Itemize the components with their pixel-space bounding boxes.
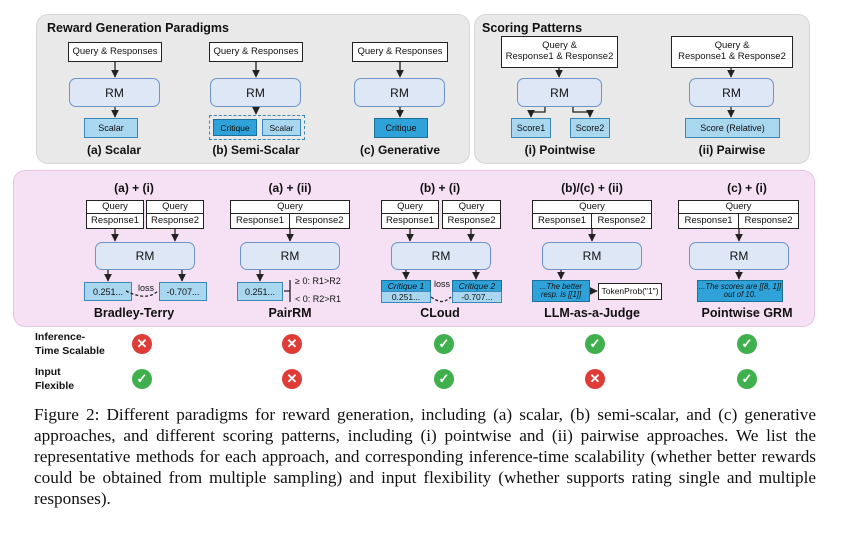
judge-tokenprob: TokenProb("1") — [598, 283, 662, 300]
pointwise-input-line2: Response1 & Response2 — [505, 51, 614, 62]
pairwise-input-box: Query & Response1 & Response2 — [671, 36, 793, 68]
cloud-input-yes-icon: ✓ — [434, 369, 454, 389]
semi-output-group — [209, 115, 305, 140]
cloud-inference-yes-icon: ✓ — [434, 334, 454, 354]
semi-rm: RM — [210, 78, 301, 107]
col-head-cloud: (b) + (i) — [419, 181, 461, 195]
cloud-loss-label: loss — [434, 279, 451, 289]
method-pairrm: PairRM — [268, 306, 312, 320]
cloud-response2: Response2 — [442, 213, 501, 229]
pairrm-output: 0.251... — [237, 282, 283, 301]
scalar-input-box: Query & Responses — [68, 42, 162, 62]
col-head-bt: (a) + (i) — [114, 181, 154, 195]
row-label-inference-line2: Time Scalable — [35, 344, 105, 357]
col-head-judge: (b)/(c) + (ii) — [561, 181, 623, 195]
pairwise-score-relative: Score (Relative) — [685, 118, 780, 138]
caption-generative: (c) Generative — [359, 143, 441, 157]
row-label-input-line1: Input — [35, 366, 61, 378]
grm-input-yes-icon: ✓ — [737, 369, 757, 389]
grm-response2: Response2 — [738, 213, 799, 229]
caption-semi-scalar: (b) Semi-Scalar — [212, 143, 300, 157]
pairwise-rm: RM — [689, 78, 774, 107]
pairwise-input-line2: Response1 & Response2 — [678, 51, 786, 62]
judge-rm: RM — [542, 242, 642, 270]
method-bradley-terry: Bradley-Terry — [93, 306, 175, 320]
pairrm-response2: Response2 — [289, 213, 350, 229]
scalar-output: Scalar — [84, 118, 138, 138]
semi-output-scalar: Scalar — [262, 119, 301, 136]
grm-text: ...The scores are [[8, 1]] out of 10. — [697, 280, 783, 302]
pairrm-rule-bracket — [284, 280, 291, 302]
row-label-inference: Inference- Time Scalable — [35, 331, 105, 358]
pairrm-input-no-icon: ✕ — [282, 369, 302, 389]
generative-rm: RM — [354, 78, 445, 107]
cloud-output1: 0.251... — [381, 291, 431, 303]
cloud-output2: -0.707... — [452, 291, 502, 303]
col-head-grm: (c) + (i) — [727, 181, 767, 195]
scalar-rm: RM — [69, 78, 160, 107]
arrow-pointwise-out1 — [527, 107, 546, 118]
cloud-rm: RM — [391, 242, 491, 270]
bt-rm: RM — [95, 242, 195, 270]
bt-response1: Response1 — [86, 213, 144, 229]
grm-inference-yes-icon: ✓ — [737, 334, 757, 354]
bt-inference-no-icon: ✕ — [132, 334, 152, 354]
figure-caption: Figure 2: Different paradigms for reward… — [34, 405, 816, 508]
row-label-inference-line1: Inference- — [35, 331, 86, 343]
bt-loss-link — [125, 290, 159, 297]
row-label-input-line2: Flexible — [35, 379, 75, 392]
pointwise-rm: RM — [517, 78, 602, 107]
method-cloud: CLoud — [420, 306, 460, 320]
pointwise-input-line1: Query & — [542, 40, 577, 52]
cloud-critique1: Critique 1 — [381, 280, 431, 292]
generative-input-box: Query & Responses — [352, 42, 448, 62]
pairrm-rule-2: < 0: R2>R1 — [295, 294, 342, 304]
pointwise-input-box: Query & Response1 & Response2 — [501, 36, 618, 68]
method-pointwise-grm: Pointwise GRM — [701, 306, 793, 320]
arrow-pointwise-out2 — [572, 107, 594, 118]
judge-inference-yes-icon: ✓ — [585, 334, 605, 354]
pairrm-response1: Response1 — [230, 213, 290, 229]
pairrm-rm: RM — [240, 242, 340, 270]
pointwise-score2: Score2 — [570, 118, 610, 138]
bt-loss-label: loss — [138, 283, 155, 293]
scoring-patterns-title: Scoring Patterns — [482, 21, 583, 35]
caption-pairwise: (ii) Pairwise — [698, 143, 766, 157]
cloud-loss-link — [430, 296, 452, 303]
pointwise-score1: Score1 — [511, 118, 551, 138]
judge-input-no-icon: ✕ — [585, 369, 605, 389]
judge-response2: Response2 — [591, 213, 652, 229]
grm-rm: RM — [689, 242, 789, 270]
bt-output1: 0.251... — [84, 282, 132, 301]
bt-response2: Response2 — [146, 213, 204, 229]
caption-scalar: (a) Scalar — [86, 143, 142, 157]
diagram-arrows — [104, 62, 743, 303]
bt-output2: -0.707... — [159, 282, 207, 301]
judge-text: ...The better resp. is [[1]] — [532, 280, 590, 302]
col-head-pairrm: (a) + (ii) — [268, 181, 312, 195]
row-label-input: Input Flexible — [35, 366, 74, 393]
semi-input-box: Query & Responses — [209, 42, 303, 62]
generative-output: Critique — [374, 118, 428, 138]
semi-output-critique: Critique — [213, 119, 257, 136]
pairrm-inference-no-icon: ✕ — [282, 334, 302, 354]
bt-input-yes-icon: ✓ — [132, 369, 152, 389]
cloud-response1: Response1 — [381, 213, 439, 229]
caption-pointwise: (i) Pointwise — [524, 143, 596, 157]
pairrm-rule-1: ≥ 0: R1>R2 — [295, 276, 341, 286]
pairwise-input-line1: Query & — [714, 40, 750, 52]
reward-paradigms-title: Reward Generation Paradigms — [47, 21, 230, 35]
method-llm-judge: LLM-as-a-Judge — [544, 306, 640, 320]
